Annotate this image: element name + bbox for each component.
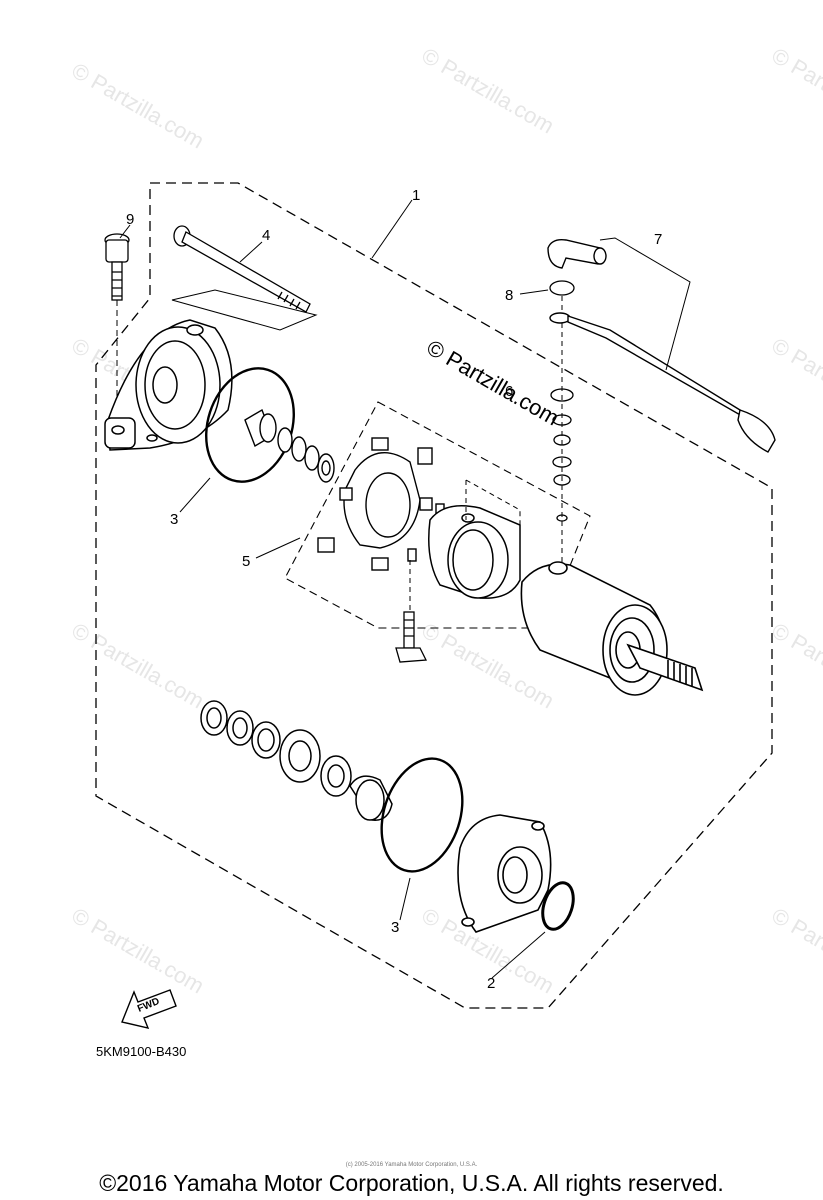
front-cover-part [457,814,552,933]
callout-number: 3 [170,511,178,528]
leader-line [465,479,521,560]
assembly-boundary [95,182,773,1009]
watermark: © Partzilla.com [68,58,209,154]
o-ring-part [541,881,575,931]
yoke-part [428,505,521,599]
watermark-main: © Partzilla.com [423,335,564,431]
watermark: © Partzilla.com [418,43,559,139]
callout-number: 6 [505,383,513,400]
long-bolt-part [173,225,311,313]
lead-wire-part [547,238,776,453]
callout-number: 8 [505,287,513,304]
callout-leaders [119,199,549,979]
callout-number: 4 [262,227,270,244]
callout-number: 7 [654,231,662,248]
watermark: © Partzilla.com [68,618,209,714]
callout-number: 1 [412,187,420,204]
bolt-part [104,233,130,301]
o-ring-part [380,757,464,873]
bolt-part [395,611,428,663]
washer-stack-part [244,408,335,483]
fwd-arrow-icon: FWD [121,989,177,1029]
callout-number: 9 [126,211,134,228]
motor-body-part [520,561,704,696]
leader-line [599,237,691,371]
leader-line [171,289,318,331]
bearing-stack-part [200,700,393,821]
rear-cover-part [104,319,233,451]
brush-assembly-boundary [284,401,591,629]
watermark: © Partzilla.com [768,43,823,139]
callout-number: 3 [391,919,399,936]
brush-holder-part [317,437,445,571]
terminal-stack-part [549,280,575,522]
copyright-notice: ©2016 Yamaha Motor Corporation, U.S.A. A… [99,1170,724,1196]
small-print: (c) 2005-2016 Yamaha Motor Corporation, … [345,1162,478,1168]
callout-number: 2 [487,975,495,992]
diagram-code: 5KM9100-B430 [96,1044,187,1059]
watermark: © Partzilla.com [768,333,823,429]
callout-number: 5 [242,553,250,570]
watermark: © Partzilla.com [68,903,209,999]
watermark: © Partzilla.com [768,618,823,714]
watermark: © Partzilla.com [768,903,823,999]
